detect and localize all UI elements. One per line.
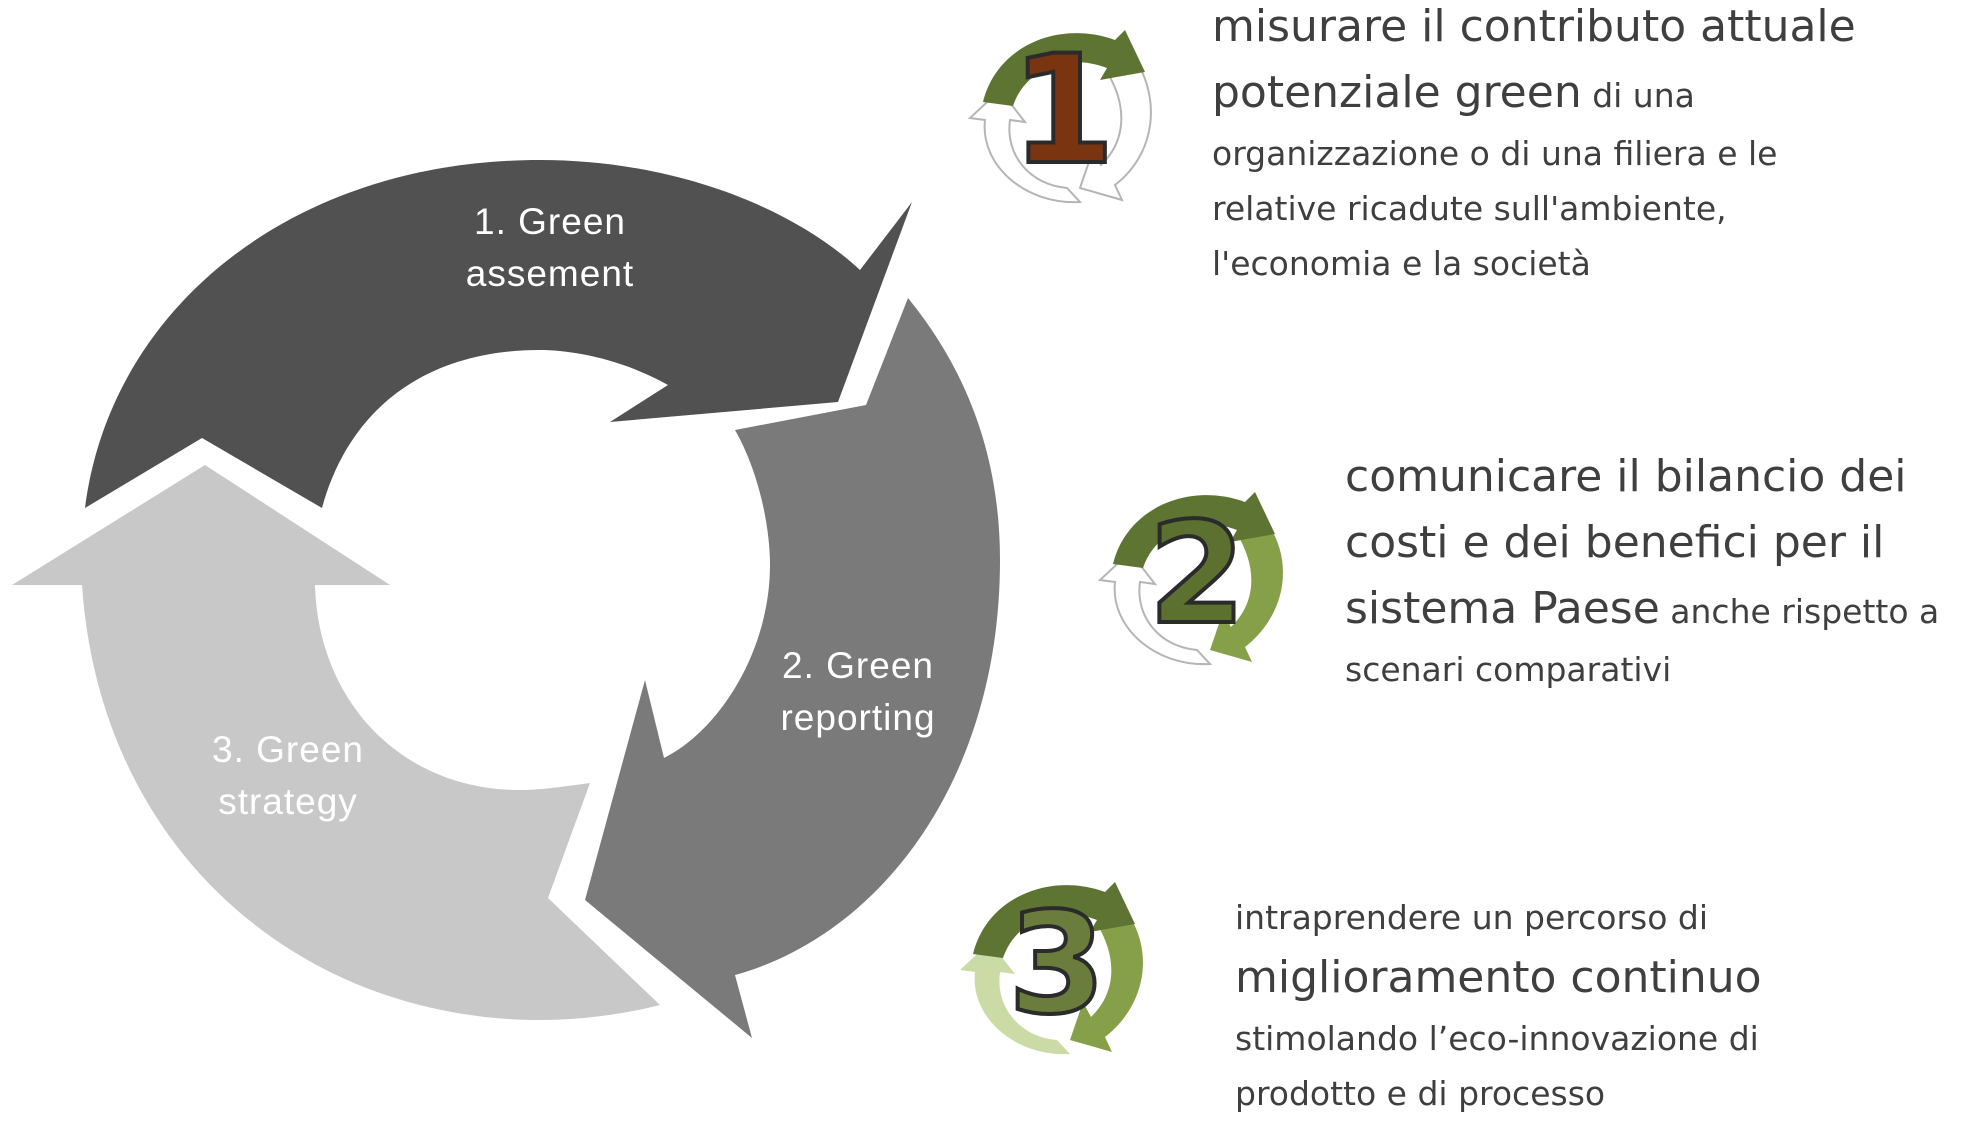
step-3-emphasis-line: miglioramento continuo xyxy=(1235,952,1762,1003)
recycle-arrow-top-dark xyxy=(973,882,1135,958)
segment-label-strategy: 3. Green strategy xyxy=(158,724,418,828)
step-3-badge-icon: 3 xyxy=(960,881,1143,1055)
step-1-detail-line: relative ricadute sull'ambiente, xyxy=(1212,189,1727,228)
step-2-detail-line: anche rispetto a xyxy=(1659,592,1940,631)
step-2-mixed-line: sistema Paese anche rispetto a xyxy=(1345,576,1965,642)
step-1-detail-line: di una xyxy=(1581,76,1695,115)
segment-label-line: 3. Green xyxy=(212,729,364,770)
step-2-badge-icon: 2 xyxy=(1097,491,1283,666)
step-1-number: 1 xyxy=(1011,24,1115,198)
recycle-arrow-mid-right xyxy=(1070,904,1143,1052)
step-3-detail-line: prodotto e di processo xyxy=(1235,1074,1606,1113)
step-2-description: comunicare il bilancio dei costi e dei b… xyxy=(1345,444,1965,697)
recycle-arrow-light-left xyxy=(960,942,1070,1055)
cycle-segment-reporting xyxy=(585,298,1000,1038)
step-1-detail-line: l'economia e la società xyxy=(1212,244,1591,283)
segment-label-assessment: 1. Green assement xyxy=(420,196,680,300)
cycle-segment-strategy xyxy=(12,465,660,1020)
segment-label-line: reporting xyxy=(780,697,936,738)
recycle-arrow-outline-right xyxy=(1078,50,1152,202)
segment-label-line: assement xyxy=(465,253,635,294)
cycle-segment-assessment xyxy=(85,160,912,508)
step-3-description: intraprendere un percorso di miglioramen… xyxy=(1235,890,1935,1121)
step-3-detail-line: stimolando l’eco-innovazione di xyxy=(1235,1019,1759,1058)
segment-label-reporting: 2. Green reporting xyxy=(728,640,988,744)
step-2-emphasis-line: comunicare il bilancio dei xyxy=(1345,451,1907,502)
step-2-detail-line: scenari comparativi xyxy=(1345,650,1672,689)
step-2-number: 2 xyxy=(1148,493,1245,656)
step-2-emphasis-line: sistema Paese xyxy=(1345,583,1660,634)
recycle-arrow-top-dark xyxy=(983,30,1145,106)
recycle-arrow-mid-right xyxy=(1210,514,1283,662)
step-1-mixed-line: potenziale green di una xyxy=(1212,60,1952,126)
recycle-arrow-outline-left xyxy=(967,88,1083,204)
step-1-emphasis-line: potenziale green xyxy=(1212,67,1582,118)
step-3-number: 3 xyxy=(1008,883,1105,1046)
segment-label-line: 2. Green xyxy=(782,645,934,686)
segment-label-line: 1. Green xyxy=(474,201,626,242)
step-1-badge-icon: 1 xyxy=(967,22,1152,204)
step-2-emphasis-line: costi e dei benefici per il xyxy=(1345,517,1885,568)
segment-label-line: strategy xyxy=(218,781,358,822)
step-3-intro-line: intraprendere un percorso di xyxy=(1235,898,1709,937)
step-1-description: misurare il contributo attuale potenzial… xyxy=(1212,0,1952,291)
step-1-emphasis-line: misurare il contributo attuale xyxy=(1212,1,1856,52)
recycle-arrow-top-dark xyxy=(1113,492,1275,568)
recycle-arrow-outline-left xyxy=(1097,550,1213,666)
step-1-detail-line: organizzazione o di una filiera e le xyxy=(1212,134,1778,173)
